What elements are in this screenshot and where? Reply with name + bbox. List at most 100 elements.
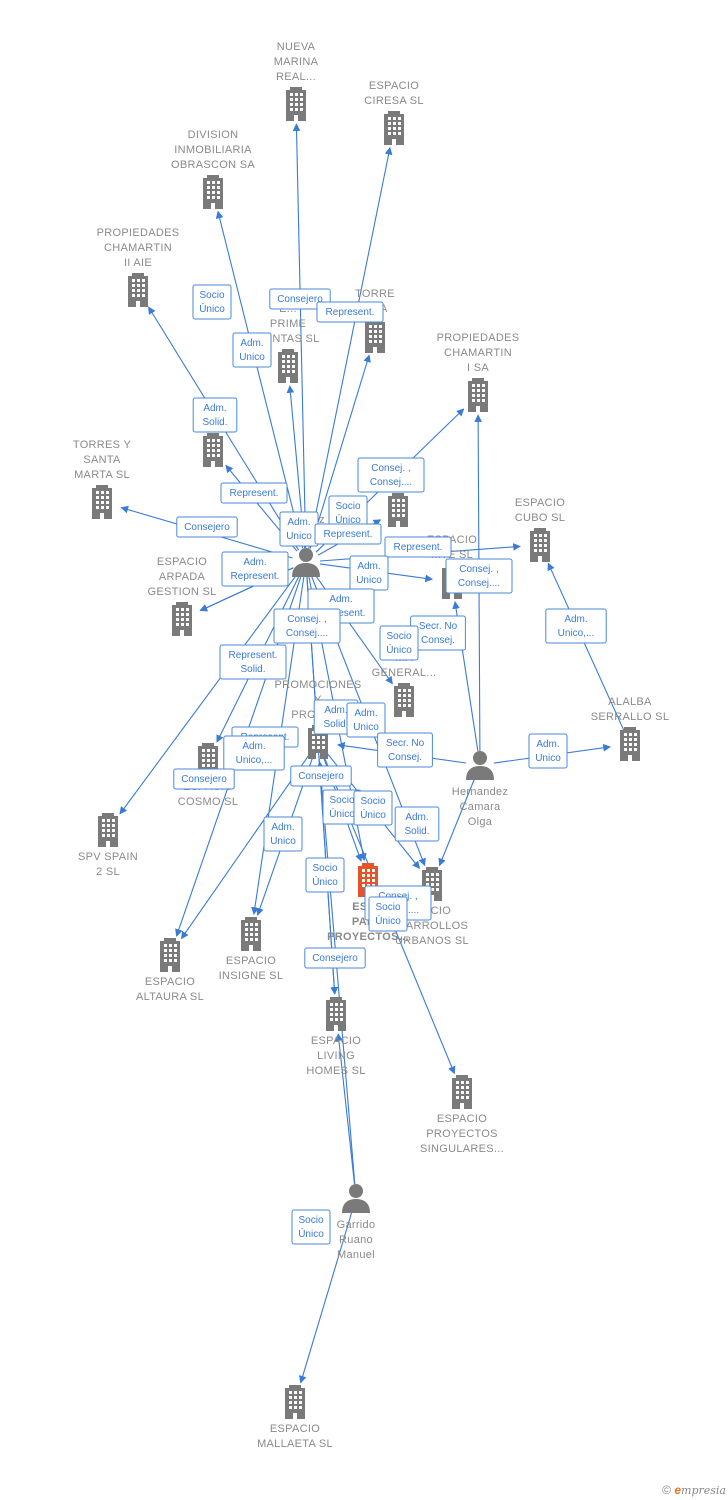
edge-label-box [220,482,288,504]
edge-label-text: Adm. [354,708,377,719]
node-label: Olga [468,816,493,828]
node-label: CHAMARTIN [444,347,512,359]
edge-label-el5[interactable]: Adm.Solid. [192,397,238,433]
node-label: PROMOCIONES [274,679,361,691]
edge-label-el23[interactable]: Adm.Unico [346,702,386,738]
node-label: TORRE [355,288,395,300]
node-division_inmob[interactable]: DIVISION INMOBILIARIA OBRASCON SA [171,129,255,209]
edge-label-text: Adm. [242,741,265,752]
edge-label-text: Solid. [202,417,227,428]
building-icon [326,997,346,1031]
node-nueva_marina[interactable]: NUEVAMARINAREAL... [274,41,319,121]
node-label: ALALBA [608,696,652,708]
edge-label-box [379,625,419,661]
edge-label-el3[interactable]: Represent. [316,301,384,323]
building-icon [365,319,385,353]
edge-label-el10[interactable]: Represent. [314,523,382,545]
person-icon [466,751,494,780]
building-icon [172,602,192,636]
edge-hernandez-desarrollos [438,777,476,867]
node-proyectos_sing[interactable]: ESPACIOPROYECTOSSINGULARES... [420,1075,504,1155]
edge-label-box [273,608,341,644]
node-label: PRIME [270,318,306,330]
edge-label-el11[interactable]: Consejero [176,516,238,538]
building-icon [285,1385,305,1419]
edge-label-el18[interactable]: Consej. ,Consej.... [273,608,341,644]
edge-label-el27[interactable]: Adm.Unico [528,733,568,769]
node-label: ESPACIO [515,497,565,509]
node-label: PROYECTOS... [327,931,409,943]
person-icon [292,548,320,577]
building-icon [92,485,112,519]
edge-label-el15[interactable]: Consej. ,Consej.... [445,558,513,594]
edge-label-el14[interactable]: Adm.Unico [349,555,389,591]
edge-label-text: Adm. [324,705,347,716]
edge-label-el17[interactable]: Adm.Unico,... [545,608,607,644]
edge-label-text: Socio [360,796,385,807]
edge-label-el12[interactable]: Represent. [384,536,452,558]
edge-label-el8[interactable]: Adm.Unico [279,511,319,547]
brand-name: mpresia [681,1484,726,1497]
edge-label-el2[interactable]: Consejero [269,288,331,310]
edge-label-text: Consejero [181,774,227,785]
edge-label-el13[interactable]: Adm.Represent. [221,551,289,587]
edge-label-el6[interactable]: Consej. ,Consej.... [357,457,425,493]
node-label: Ruano [339,1234,373,1246]
node-label: LIVING [317,1050,355,1062]
edge-label-el37[interactable]: Consejero [304,947,366,969]
building-icon [620,727,640,761]
building-icon [278,349,298,383]
node-label: INMOBILIARIA [174,144,252,156]
node-label: MARTA SL [74,469,130,481]
edge-label-el29[interactable]: Consejero [290,765,352,787]
node-label: ESPACIO [437,1113,487,1125]
edge-garrido-espacio_mallaeta [298,1211,353,1384]
node-label: OBRASCON SA [171,159,255,171]
edge-label-el21[interactable]: Represent.Solid. [219,644,287,680]
edge-label-box [316,301,384,323]
node-label: REAL... [276,71,316,83]
edge-label-text: Adm. [564,614,587,625]
edge-label-box [305,857,345,893]
node-label: PROPIEDADES [437,332,520,344]
edge-label-text: Solid. [323,719,348,730]
edge-label-el33[interactable]: Adm.Unico [263,816,303,852]
edge-label-el7[interactable]: Represent. [220,482,288,504]
node-label: Garrido [337,1219,376,1231]
node-label: GESTION SL [147,586,216,598]
edge-munoz-torre [309,354,371,549]
node-label: DIVISION [188,129,239,141]
edge-label-el25[interactable]: Adm.Unico,... [223,735,285,771]
edge-label-el32[interactable]: Adm.Solid. [394,806,440,842]
edge-label-el28[interactable]: Consejero [173,768,235,790]
edge-label-box [192,397,238,433]
node-label: PROPIEDADES [97,227,180,239]
building-icon [160,938,180,972]
edge-label-el4[interactable]: Adm.Unico [232,332,272,368]
